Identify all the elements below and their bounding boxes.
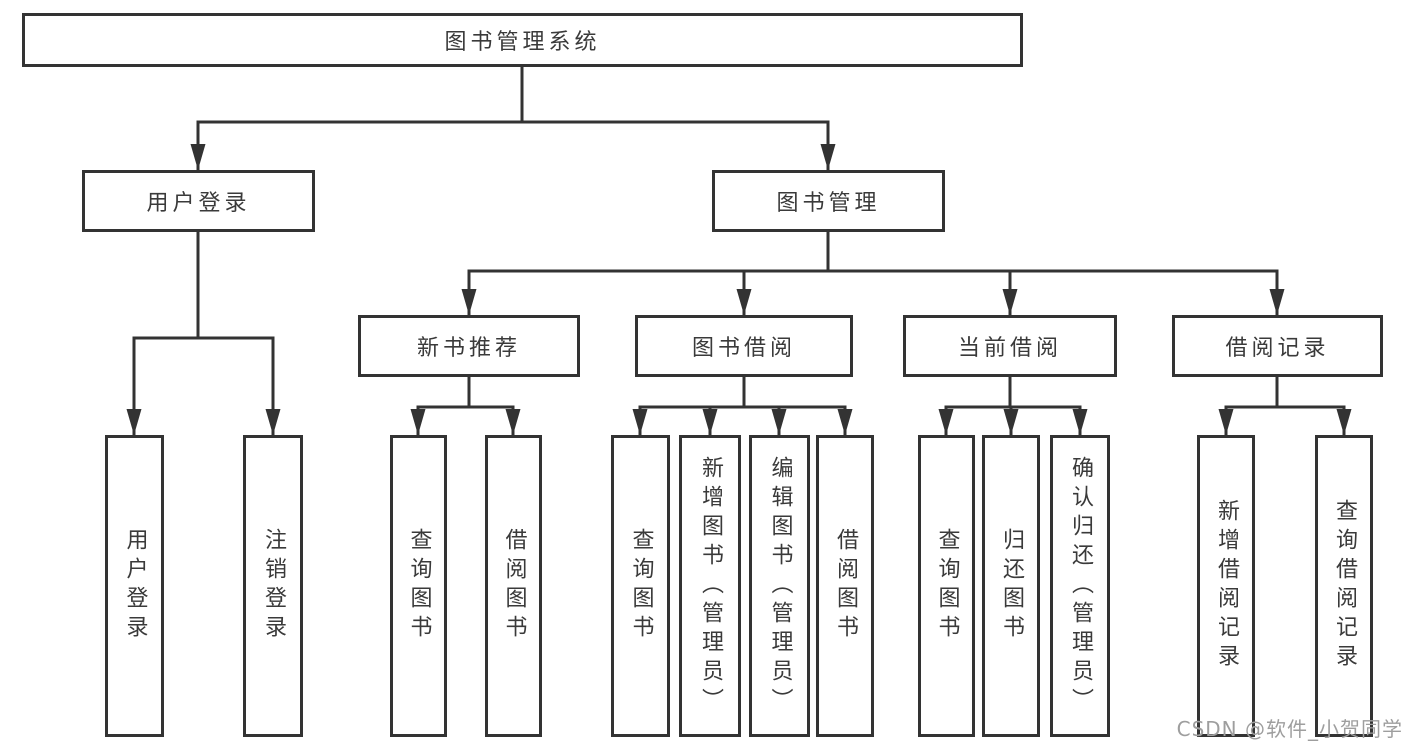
- node-user-login: 用户登录: [82, 170, 315, 232]
- arrowhead-down-icon: [820, 144, 836, 170]
- connector-line: [1224, 405, 1346, 435]
- node-library-system: 图书管理系统: [22, 13, 1023, 67]
- csdn-watermark: CSDN @软件_小贺同学: [1176, 717, 1403, 741]
- connector-line: [132, 336, 275, 435]
- arrowhead-down-icon: [461, 289, 477, 315]
- arrowhead-down-icon: [1269, 289, 1285, 315]
- arrowhead-down-icon: [1002, 289, 1018, 315]
- node-query-books-current: 查询图书: [918, 435, 975, 737]
- node-query-borrow-record: 查询借阅记录: [1315, 435, 1373, 737]
- node-confirm-return-admin: 确认归还（管理员）: [1050, 435, 1110, 737]
- node-edit-book-admin: 编辑图书（管理员）: [749, 435, 810, 737]
- arrowhead-down-icon: [1218, 409, 1234, 435]
- node-borrow-books-recommend: 借阅图书: [485, 435, 542, 737]
- arrowhead-down-icon: [736, 289, 752, 315]
- connector-line: [196, 120, 830, 170]
- arrowhead-down-icon: [632, 409, 648, 435]
- node-book-borrowing: 图书借阅: [635, 315, 853, 377]
- arrowhead-down-icon: [410, 409, 426, 435]
- arrowhead-down-icon: [702, 409, 718, 435]
- node-new-book-recommend: 新书推荐: [358, 315, 580, 377]
- node-query-books-borrowing: 查询图书: [611, 435, 670, 737]
- arrowhead-down-icon: [837, 409, 853, 435]
- arrowhead-down-icon: [505, 409, 521, 435]
- arrowhead-down-icon: [938, 409, 954, 435]
- arrowhead-down-icon: [771, 409, 787, 435]
- node-add-book-admin: 新增图书（管理员）: [679, 435, 741, 737]
- arrowhead-down-icon: [265, 409, 281, 435]
- connector-line: [416, 405, 515, 435]
- node-query-books-recommend: 查询图书: [390, 435, 447, 737]
- arrowhead-down-icon: [190, 144, 206, 170]
- arrowhead-down-icon: [1336, 409, 1352, 435]
- node-book-management: 图书管理: [712, 170, 945, 232]
- node-borrow-books-borrowing: 借阅图书: [816, 435, 874, 737]
- node-return-books: 归还图书: [982, 435, 1040, 737]
- connector-line: [638, 405, 847, 435]
- node-current-borrowing: 当前借阅: [903, 315, 1117, 377]
- connector-line: [467, 269, 1279, 315]
- node-add-borrow-record: 新增借阅记录: [1197, 435, 1255, 737]
- node-logout-leaf: 注销登录: [243, 435, 303, 737]
- node-user-login-leaf: 用户登录: [105, 435, 164, 737]
- arrowhead-down-icon: [1003, 409, 1019, 435]
- node-borrow-records: 借阅记录: [1172, 315, 1383, 377]
- arrowhead-down-icon: [1072, 409, 1088, 435]
- arrowhead-down-icon: [126, 409, 142, 435]
